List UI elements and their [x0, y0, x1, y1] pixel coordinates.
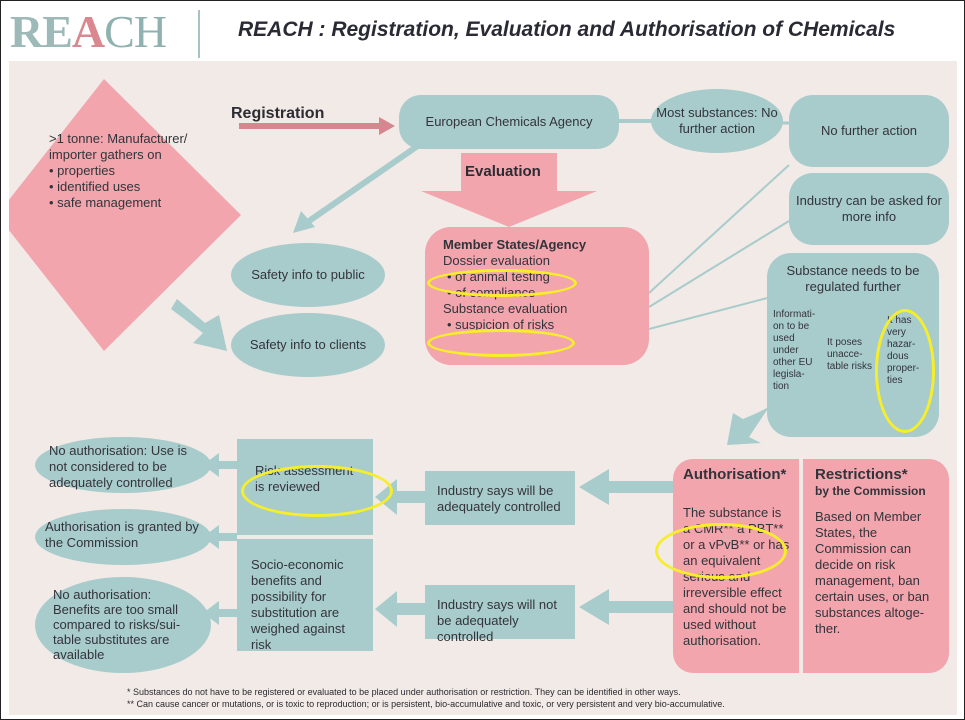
registration-diamond [9, 79, 241, 351]
safety-clients-node: Safety info to clients [231, 313, 385, 377]
no-further-action-node: No further action [789, 95, 949, 167]
manufacturer-intro: >1 tonne: Manufacturer/ importer gathers… [49, 131, 188, 162]
regulated-further-title: Substance needs to be regulated further [786, 263, 920, 294]
substance-evaluation-label: Substance evaluation [443, 301, 568, 316]
arrow-agency-to-public [307, 142, 421, 224]
restrictions-text: Based on Member States, the Commission c… [815, 509, 930, 636]
logo-part-re: RE [10, 6, 73, 57]
highlight-hazardous [875, 309, 935, 433]
authorisation-granted-node: Authorisation is granted by the Commissi… [35, 509, 211, 565]
arrow-ms-to-nofurther [648, 164, 790, 294]
diagram-canvas: Registration Evaluation >1 tonne: Manufa… [9, 61, 957, 715]
socio-economic-node: Socio-economic benefits and possibility … [237, 539, 373, 652]
footnote-2: ** Can cause cancer or mutations, or is … [127, 699, 725, 709]
safety-public-node: Safety info to public [231, 243, 385, 307]
member-states-title: Member States/Agency [443, 237, 587, 252]
arrow-ms-to-regulated [648, 296, 772, 330]
dossier-evaluation-label: Dossier evaluation [443, 253, 550, 268]
manufacturer-node: >1 tonne: Manufacturer/ importer gathers… [49, 131, 219, 211]
arrow-auth-to-industry-controlled [579, 469, 677, 505]
logo-divider [198, 10, 200, 58]
arrow-industry-not-to-socio [375, 591, 425, 627]
industry-more-info-node: Industry can be asked for more info [789, 173, 949, 245]
restrictions-heading: Restrictions* [815, 466, 908, 483]
logo-part-ch: CH [104, 6, 167, 57]
no-authorisation-benefits-node: No authorisation: Benefits are too small… [35, 577, 211, 673]
manufacturer-items: properties identified uses safe manageme… [49, 163, 219, 211]
arrow-to-no-auth-2 [203, 601, 237, 625]
reach-logo: REACH [10, 6, 167, 57]
manufacturer-item: properties [49, 163, 219, 179]
arrow-to-granted [203, 525, 237, 549]
arrow-ms-to-info [648, 220, 790, 308]
manufacturer-item: safe management [49, 195, 219, 211]
highlight-animal-testing [427, 269, 577, 297]
arrow-diamond-to-clients [171, 299, 227, 351]
header: REACH REACH : Registration, Evaluation a… [2, 2, 963, 60]
no-authorisation-controlled-node: No authorisation: Use is not considered … [35, 437, 211, 493]
highlight-suspicion-risks [427, 329, 575, 357]
highlight-cmr [655, 523, 787, 579]
restrictions-node: Restrictions* by the Commission Based on… [803, 459, 949, 673]
manufacturer-item: identified uses [49, 179, 219, 195]
arrow-registration-to-agency [239, 117, 395, 135]
arrow-regulated-to-auth [727, 407, 769, 445]
most-substances-node: Most substances: No further action [651, 89, 783, 153]
footnote-1: * Substances do not have to be registere… [127, 687, 681, 697]
logo-part-a: A [71, 6, 105, 57]
evaluation-arrow [421, 153, 597, 227]
highlight-risk-assessment [241, 465, 393, 517]
diagram-shapes [9, 79, 935, 627]
registration-heading: Registration [231, 105, 325, 122]
arrow-to-no-auth-1 [203, 453, 237, 477]
page-title: REACH : Registration, Evaluation and Aut… [238, 18, 896, 41]
agency-node: European Chemicals Agency [399, 95, 619, 149]
evaluation-heading: Evaluation [465, 163, 541, 180]
industry-controlled-node: Industry says will be adequately control… [425, 471, 575, 525]
arrow-auth-to-industry-not [579, 589, 677, 625]
authorisation-heading: Authorisation* [683, 466, 787, 483]
regulated-col-risks: It poses unacce- table risks [827, 337, 873, 372]
industry-not-controlled-node: Industry says will not be adequately con… [425, 585, 575, 644]
suspicion-risks-item: • suspicion of risks [447, 317, 555, 332]
regulated-col-info: Informati- on to be used under other EU … [773, 309, 816, 392]
restrictions-subheading: by the Commission [815, 484, 926, 498]
arrow-agency-to-public-head [293, 211, 315, 233]
